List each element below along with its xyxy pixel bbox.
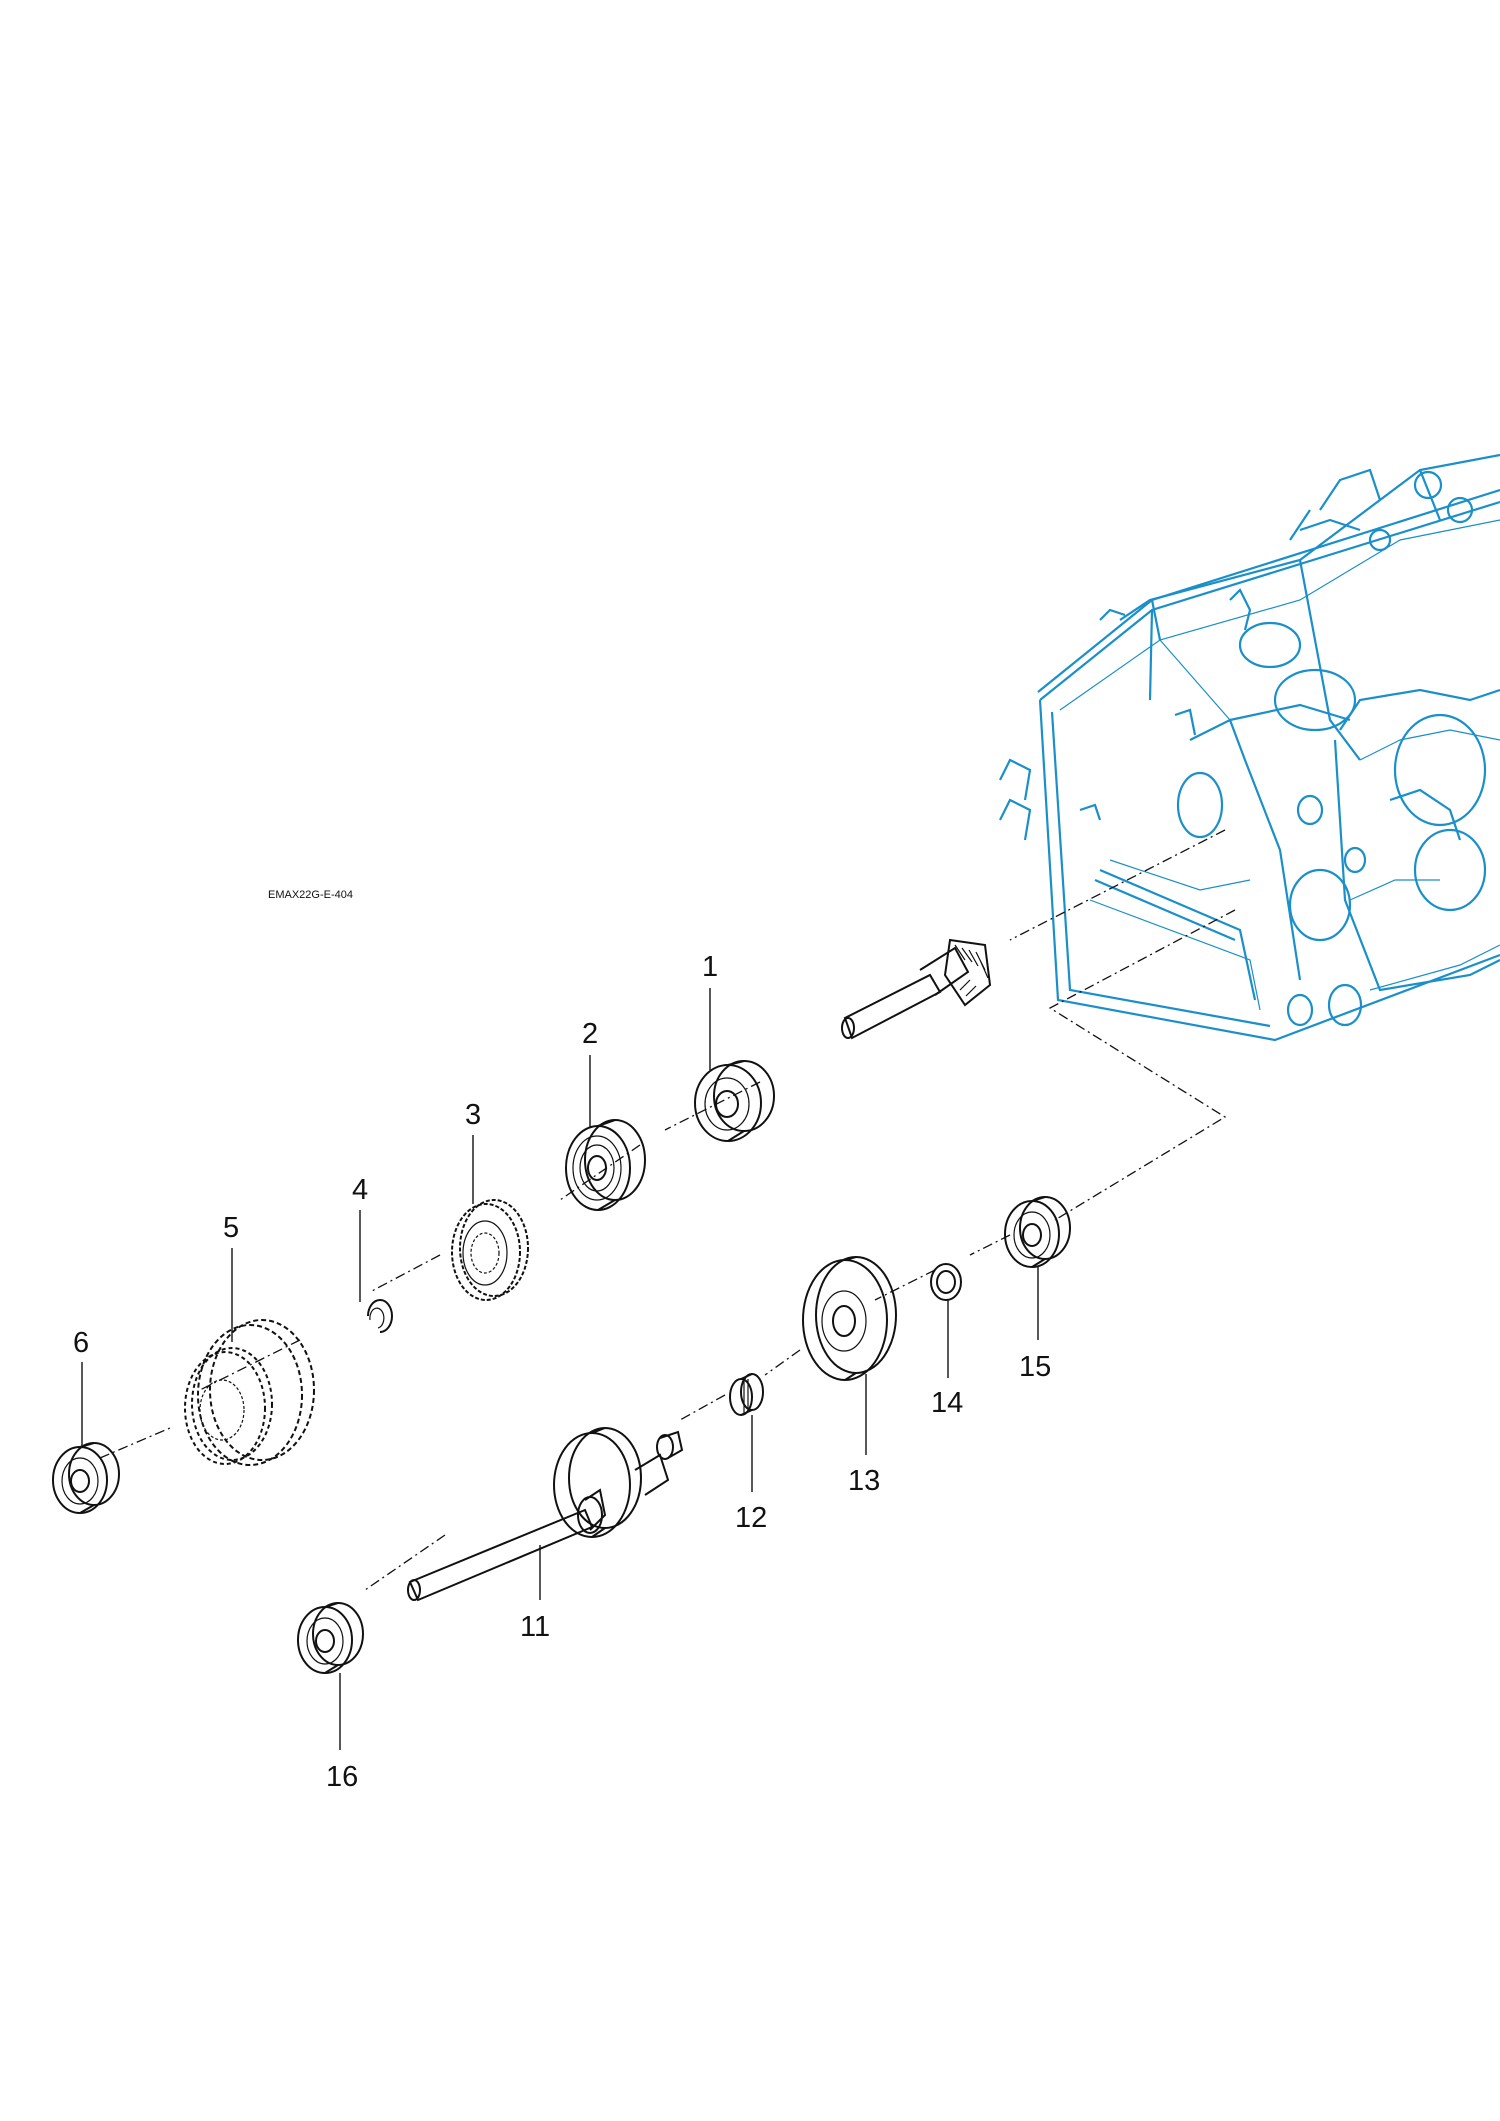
flange-bearing-part-13 [802,1256,897,1381]
callout-16: 16 [326,1761,358,1793]
bearing-part-15 [1004,1196,1071,1268]
assembly-axes [99,829,1236,1591]
gear-part-3 [451,1199,529,1301]
callout-1: 1 [702,951,718,983]
callout-14: 14 [931,1387,963,1419]
callout-2: 2 [582,1018,598,1050]
double-gear-part-5 [184,1319,315,1466]
bearing-part-2 [565,1119,646,1211]
callout-5: 5 [223,1212,239,1244]
leader-lines [81,988,1039,1750]
callout-13: 13 [848,1465,880,1497]
callout-15: 15 [1019,1351,1051,1383]
bearing-part-1 [694,1060,775,1142]
callout-3: 3 [465,1099,481,1131]
transmission-housing [999,453,1500,1042]
needle-bearing-part-12 [729,1373,764,1416]
snap-ring-part-4 [367,1299,393,1333]
output-shaft-part-11 [407,1427,684,1602]
washer-part-14 [930,1263,962,1301]
callout-12: 12 [735,1502,767,1534]
callout-11: 11 [520,1611,550,1643]
drawing-code: EMAX22G-E-404 [268,889,353,901]
callout-4: 4 [352,1174,368,1206]
bearing-part-6 [52,1442,120,1514]
bevel-pinion-shaft [841,938,992,1040]
bearing-part-16 [297,1602,364,1674]
callout-6: 6 [73,1327,89,1359]
